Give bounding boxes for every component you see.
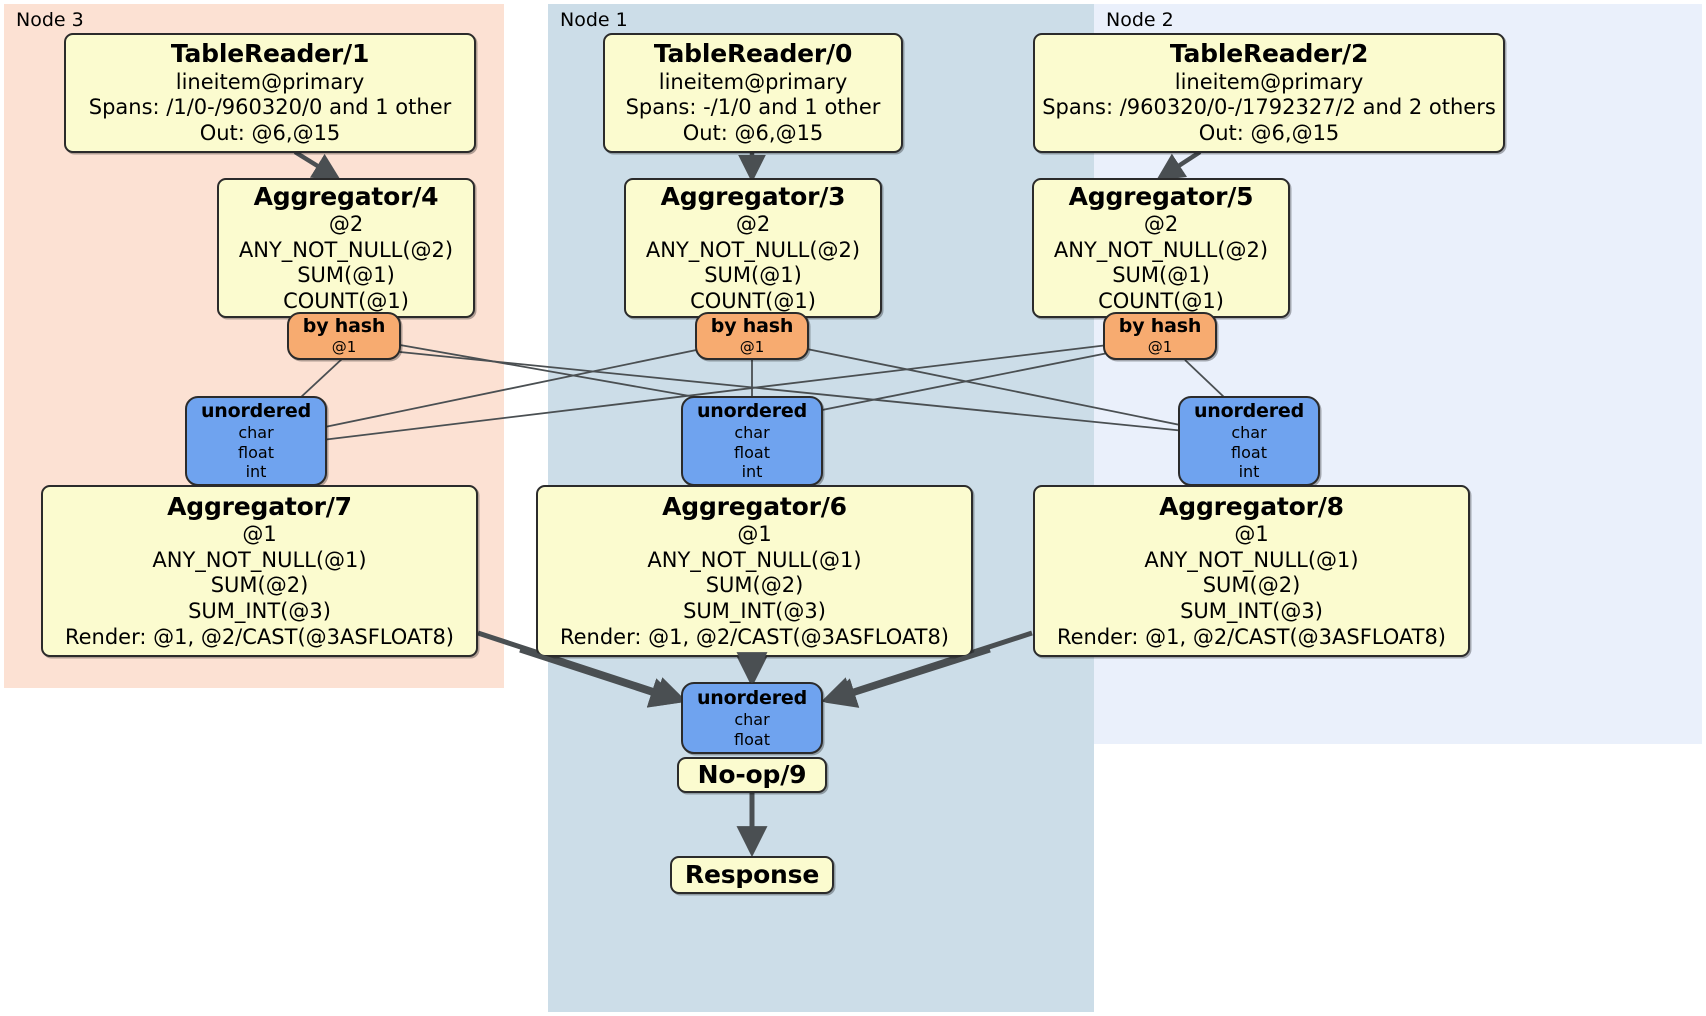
- box-line-2: ANY_NOT_NULL(@2): [1053, 237, 1269, 262]
- box-title: TableReader/2: [1169, 39, 1369, 69]
- box-line-3: SUM(@1): [1112, 263, 1210, 288]
- box-line-2: ANY_NOT_NULL(@2): [645, 237, 861, 262]
- router-by-hash-center[interactable]: by hash @1: [695, 312, 809, 360]
- box-line-4: COUNT(@1): [283, 288, 409, 313]
- box-no-op-9[interactable]: No-op/9: [677, 757, 827, 793]
- sync-line-2: float: [1231, 442, 1267, 462]
- box-title: Aggregator/8: [1159, 491, 1344, 521]
- box-line-3: SUM(@1): [297, 263, 395, 288]
- box-line-5: Render: @1, @2/CAST(@3ASFLOAT8): [559, 624, 950, 649]
- box-line-4: COUNT(@1): [1098, 288, 1224, 313]
- synchronizer-unordered-center[interactable]: unordered char float int: [681, 396, 823, 486]
- sync-line-1: char: [238, 423, 274, 443]
- box-tablereader-1[interactable]: TableReader/1 lineitem@primary Spans: /1…: [64, 33, 476, 153]
- box-title: Aggregator/4: [253, 181, 439, 211]
- sync-line-3: int: [741, 462, 763, 482]
- router-title: by hash: [1118, 315, 1202, 338]
- box-line-2: ANY_NOT_NULL(@2): [238, 237, 454, 262]
- box-aggregator-7[interactable]: Aggregator/7 @1 ANY_NOT_NULL(@1) SUM(@2)…: [41, 485, 478, 657]
- synchronizer-unordered-left[interactable]: unordered char float int: [185, 396, 327, 486]
- box-line-1: @1: [242, 522, 277, 547]
- box-title: Aggregator/6: [662, 491, 847, 521]
- box-aggregator-8[interactable]: Aggregator/8 @1 ANY_NOT_NULL(@1) SUM(@2)…: [1033, 485, 1470, 657]
- box-line-2: ANY_NOT_NULL(@1): [647, 547, 862, 572]
- box-line-3: SUM(@2): [1202, 573, 1301, 598]
- box-title: No-op/9: [697, 759, 807, 789]
- sync-title: unordered: [1193, 400, 1305, 423]
- node-label-node-2: Node 2: [1106, 9, 1174, 31]
- router-by-hash-left[interactable]: by hash @1: [287, 312, 401, 360]
- box-line-1: @2: [1143, 212, 1179, 237]
- box-line-4: COUNT(@1): [690, 288, 816, 313]
- router-line-1: @1: [1147, 338, 1173, 357]
- box-line-3: Out: @6,@15: [1198, 121, 1340, 146]
- box-line-2: ANY_NOT_NULL(@1): [152, 547, 367, 572]
- sync-line-1: char: [734, 423, 770, 443]
- box-line-1: @1: [737, 522, 772, 547]
- box-line-1: lineitem@primary: [175, 69, 365, 94]
- router-title: by hash: [302, 315, 386, 338]
- box-line-1: @2: [735, 212, 771, 237]
- box-line-1: lineitem@primary: [658, 69, 848, 94]
- box-aggregator-5[interactable]: Aggregator/5 @2 ANY_NOT_NULL(@2) SUM(@1)…: [1032, 178, 1290, 318]
- box-response[interactable]: Response: [670, 856, 834, 894]
- box-aggregator-4[interactable]: Aggregator/4 @2 ANY_NOT_NULL(@2) SUM(@1)…: [217, 178, 475, 318]
- box-tablereader-0[interactable]: TableReader/0 lineitem@primary Spans: -/…: [603, 33, 903, 153]
- box-line-4: SUM_INT(@3): [683, 599, 826, 624]
- box-line-2: Spans: /1/0-/960320/0 and 1 other: [88, 95, 452, 120]
- node-label-node-1: Node 1: [560, 9, 628, 31]
- sync-line-1: char: [734, 710, 770, 730]
- router-line-1: @1: [739, 338, 765, 357]
- box-line-3: SUM(@1): [704, 263, 802, 288]
- synchronizer-unordered-final[interactable]: unordered char float: [681, 682, 823, 754]
- sync-line-3: int: [245, 462, 267, 482]
- sync-line-3: int: [1238, 462, 1260, 482]
- router-title: by hash: [710, 315, 794, 338]
- box-line-1: @1: [1234, 522, 1269, 547]
- router-line-1: @1: [331, 338, 357, 357]
- sync-line-2: float: [734, 442, 770, 462]
- sync-line-1: char: [1231, 423, 1267, 443]
- box-line-2: ANY_NOT_NULL(@1): [1144, 547, 1359, 572]
- box-line-3: SUM(@2): [210, 573, 309, 598]
- router-by-hash-right[interactable]: by hash @1: [1103, 312, 1217, 360]
- box-line-3: Out: @6,@15: [199, 121, 341, 146]
- box-aggregator-3[interactable]: Aggregator/3 @2 ANY_NOT_NULL(@2) SUM(@1)…: [624, 178, 882, 318]
- box-line-3: Out: @6,@15: [682, 121, 824, 146]
- box-title: Aggregator/3: [660, 181, 846, 211]
- node-label-node-3: Node 3: [16, 9, 84, 31]
- box-line-4: SUM_INT(@3): [1180, 599, 1323, 624]
- sync-title: unordered: [696, 400, 808, 423]
- box-line-3: SUM(@2): [705, 573, 804, 598]
- synchronizer-unordered-right[interactable]: unordered char float int: [1178, 396, 1320, 486]
- box-title: TableReader/1: [170, 39, 370, 69]
- box-title: Response: [684, 859, 820, 889]
- sync-title: unordered: [696, 686, 808, 709]
- box-line-2: Spans: -/1/0 and 1 other: [625, 95, 881, 120]
- sync-title: unordered: [200, 400, 312, 423]
- box-title: Aggregator/7: [167, 491, 352, 521]
- box-line-2: Spans: /960320/0-/1792327/2 and 2 others: [1042, 95, 1496, 120]
- box-tablereader-2[interactable]: TableReader/2 lineitem@primary Spans: /9…: [1033, 33, 1505, 153]
- sync-line-2: float: [734, 729, 770, 749]
- box-aggregator-6[interactable]: Aggregator/6 @1 ANY_NOT_NULL(@1) SUM(@2)…: [536, 485, 973, 657]
- box-line-1: @2: [328, 212, 364, 237]
- box-title: TableReader/0: [653, 39, 853, 69]
- box-line-4: SUM_INT(@3): [188, 599, 331, 624]
- box-line-5: Render: @1, @2/CAST(@3ASFLOAT8): [64, 624, 455, 649]
- box-line-1: lineitem@primary: [1174, 69, 1364, 94]
- box-title: Aggregator/5: [1068, 181, 1254, 211]
- sync-line-2: float: [238, 442, 274, 462]
- box-line-5: Render: @1, @2/CAST(@3ASFLOAT8): [1056, 624, 1447, 649]
